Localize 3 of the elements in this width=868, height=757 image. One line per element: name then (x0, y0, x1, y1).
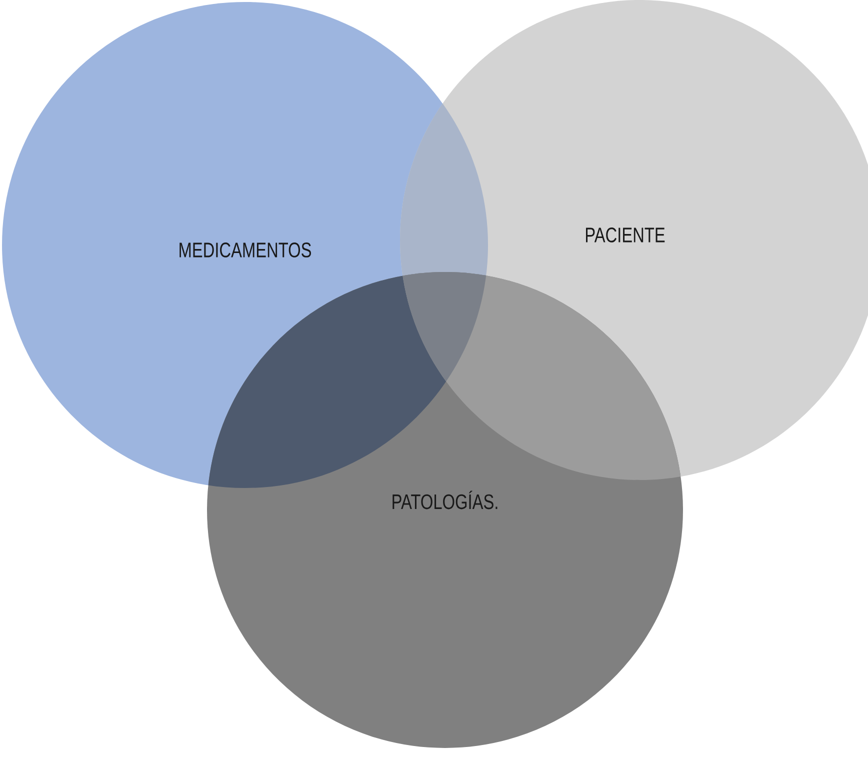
circle-label: PACIENTE (586, 228, 665, 242)
circle-label: PATOLOGÍAS. (392, 490, 498, 510)
circle-label: MEDICAMENTOS (180, 242, 311, 258)
